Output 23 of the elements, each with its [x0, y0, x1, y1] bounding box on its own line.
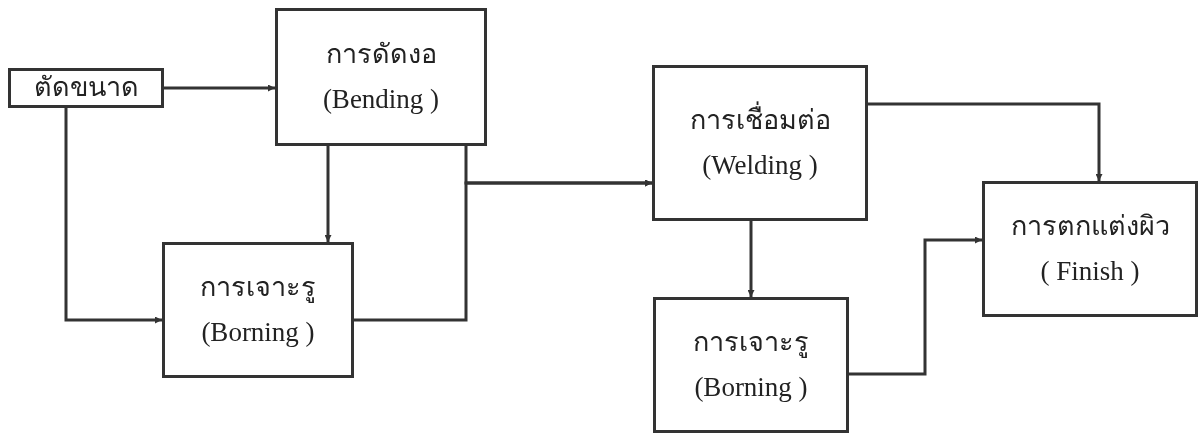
step-title: ตัดขนาด: [33, 72, 139, 104]
process-box: [652, 65, 868, 221]
process-box: [275, 8, 487, 146]
step-subtitle: (Bending ): [322, 84, 440, 116]
step-subtitle: ( Finish ): [1040, 256, 1140, 288]
arrow: [64, 108, 162, 324]
arrow: [868, 102, 1103, 181]
process-box: [982, 181, 1198, 317]
process-box: [162, 242, 354, 378]
process-box: [653, 297, 849, 433]
step-title: การดัดงอ: [325, 38, 437, 70]
step-title: การตกแต่งผิว: [1010, 210, 1170, 242]
arrow: [354, 179, 652, 322]
arrow: [747, 221, 755, 297]
process-box: [8, 68, 164, 108]
arrow: [849, 236, 982, 376]
step-subtitle: (Welding ): [702, 150, 818, 182]
step-subtitle: (Borning ): [201, 317, 315, 349]
arrow: [164, 84, 275, 92]
step-title: การเจาะรู: [200, 271, 316, 303]
step-title: การเจาะรู: [693, 326, 809, 358]
arrow: [324, 146, 332, 242]
step-subtitle: (Borning ): [694, 372, 808, 404]
